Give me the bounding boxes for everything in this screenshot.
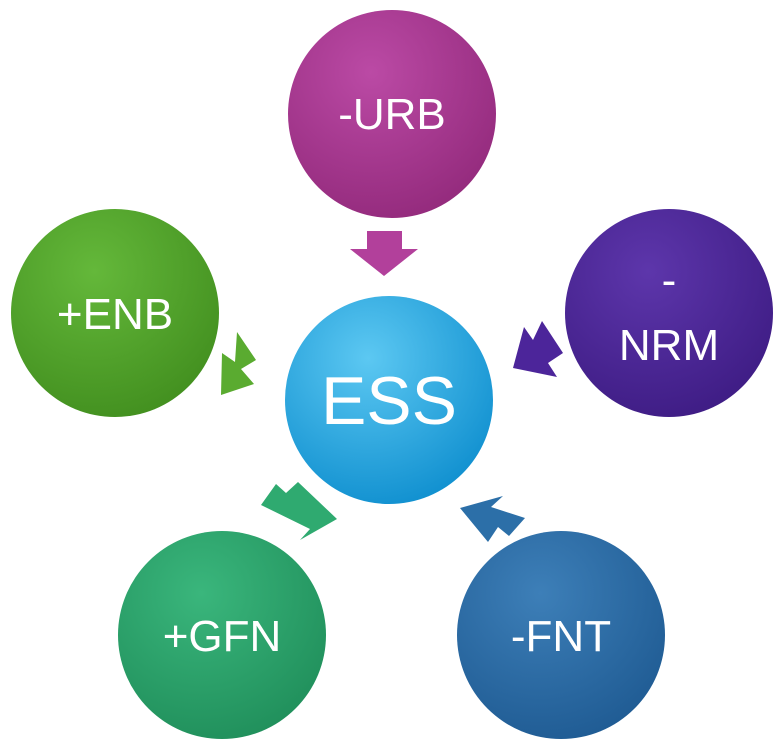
node-fnt-circle xyxy=(457,531,665,739)
node-enb-label: +ENB xyxy=(57,290,173,339)
node-gfn-label: +GFN xyxy=(163,612,282,661)
arrow-enb-to-ess xyxy=(221,332,256,395)
arrow-nrm-to-ess xyxy=(513,321,563,377)
node-fnt-label: -FNT xyxy=(511,612,611,661)
node-enb: +ENB xyxy=(11,209,219,417)
node-gfn-circle xyxy=(118,531,326,739)
node-enb-circle xyxy=(11,209,219,417)
arrow-urb-to-ess xyxy=(350,231,418,276)
node-gfn: +GFN xyxy=(118,531,326,739)
node-urb-circle xyxy=(288,10,496,218)
node-urb: -URB xyxy=(288,10,496,218)
node-nrm: - NRM xyxy=(565,209,773,417)
node-nrm-label-line-1: - xyxy=(662,256,677,305)
node-urb-label: -URB xyxy=(338,90,446,139)
node-ess-label: ESS xyxy=(321,363,457,439)
arrow-fnt-to-ess xyxy=(460,496,525,542)
node-ess: ESS xyxy=(285,296,493,504)
node-nrm-label-line-2: NRM xyxy=(619,321,719,370)
node-fnt: -FNT xyxy=(457,531,665,739)
node-ess-circle xyxy=(285,296,493,504)
arrow-gfn-to-ess xyxy=(261,482,337,540)
node-nrm-circle xyxy=(565,209,773,417)
